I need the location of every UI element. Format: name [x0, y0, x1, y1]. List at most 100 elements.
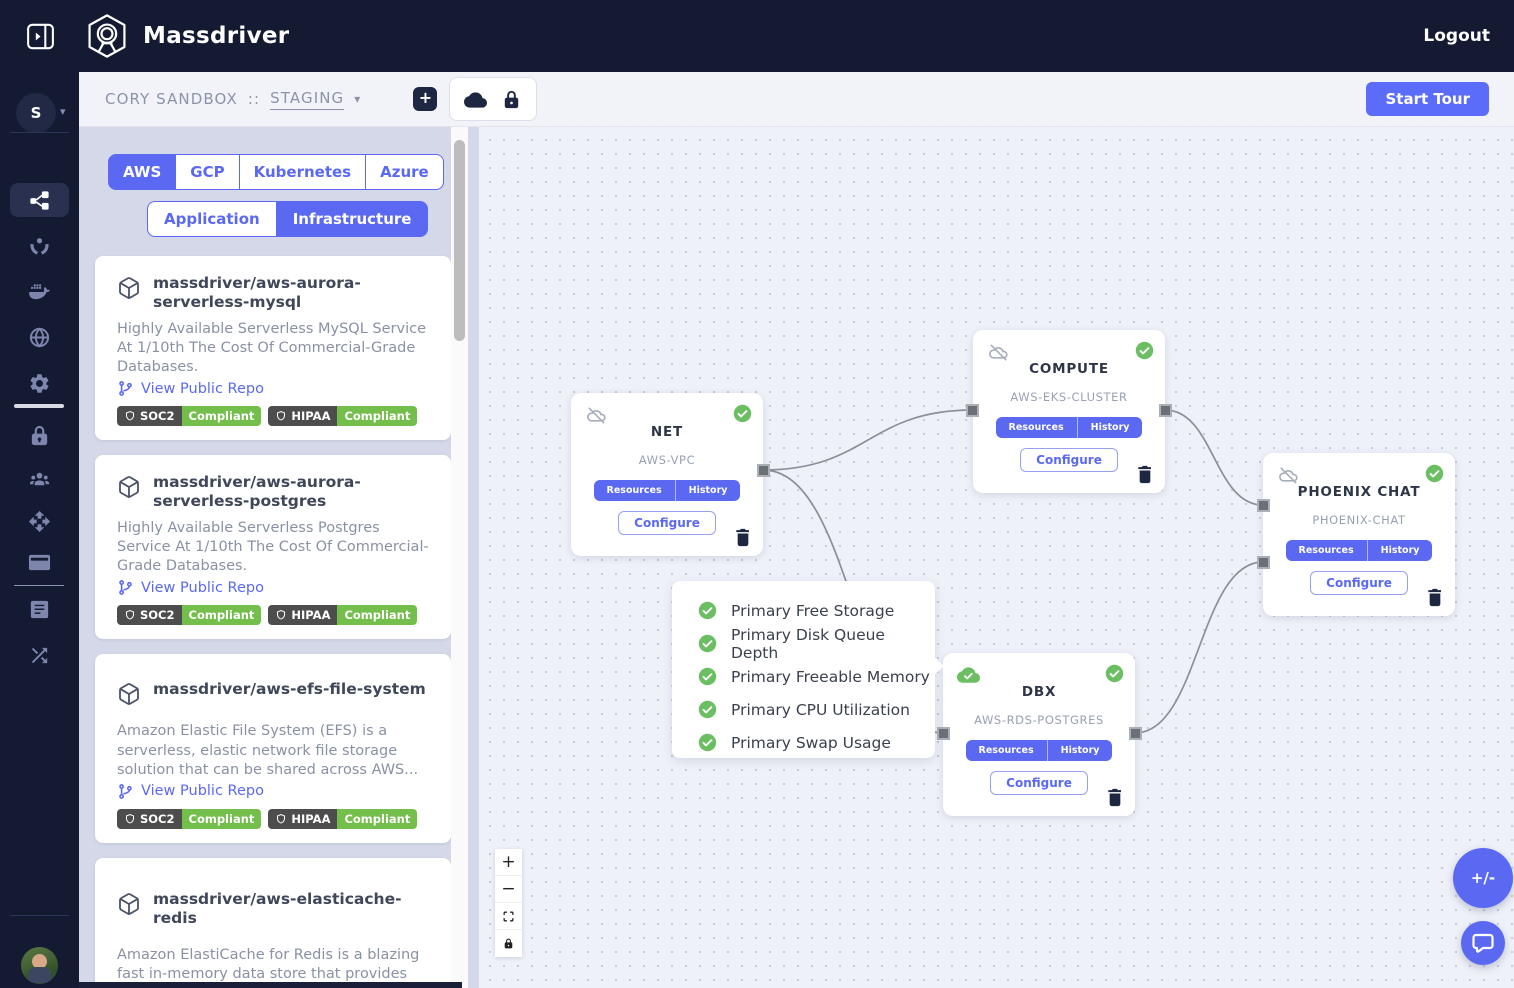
divider: [14, 585, 64, 586]
billing-card-icon[interactable]: [28, 551, 51, 574]
history-button[interactable]: History: [1366, 540, 1433, 561]
lock-icon: [504, 938, 513, 949]
chevron-down-icon[interactable]: ▾: [354, 92, 362, 106]
trash-icon[interactable]: [1107, 788, 1123, 807]
user-photo-avatar[interactable]: [21, 947, 58, 984]
bundle-description: Highly Available Serverless MySQL Servic…: [117, 320, 426, 376]
handle-compute-right[interactable]: [1159, 404, 1172, 417]
docker-icon[interactable]: [28, 280, 51, 303]
node-net[interactable]: NET AWS-VPC Resources History Configure: [571, 393, 763, 556]
environment-select[interactable]: STAGING: [270, 89, 345, 110]
badge-name: SOC2: [140, 811, 175, 826]
add-target-button[interactable]: +: [413, 87, 438, 111]
brand[interactable]: Massdriver: [85, 13, 289, 59]
badge-status: Compliant: [181, 808, 262, 829]
globe-icon[interactable]: [28, 326, 51, 349]
bundle-card[interactable]: massdriver/aws-elasticache-redis Amazon …: [95, 857, 451, 988]
divider: [10, 132, 69, 133]
compliance-badges: SOC2 Compliant HIPAA Compliant: [117, 406, 431, 427]
tab-gcp[interactable]: GCP: [176, 154, 240, 190]
bundle-description: Amazon Elastic File System (EFS) is a se…: [117, 723, 419, 778]
history-button[interactable]: History: [1076, 417, 1143, 438]
check-circle-icon: [698, 601, 717, 620]
health-check-item: Primary Disk Queue Depth: [698, 626, 935, 662]
view-public-repo-link[interactable]: View Public Repo: [117, 579, 431, 596]
configure-button[interactable]: Configure: [1310, 571, 1408, 595]
soc2-badge: SOC2 Compliant: [117, 406, 262, 427]
edge-net-compute: [762, 409, 974, 471]
resources-button[interactable]: Resources: [593, 480, 675, 501]
tab-infrastructure[interactable]: Infrastructure: [275, 201, 429, 237]
node-dbx[interactable]: DBX AWS-RDS-POSTGRES Resources History C…: [943, 653, 1135, 816]
user-avatar[interactable]: S: [16, 93, 56, 133]
trash-icon[interactable]: [1137, 465, 1153, 484]
trash-icon[interactable]: [735, 528, 751, 547]
cloud-icon[interactable]: [463, 88, 487, 111]
configure-button[interactable]: Configure: [618, 511, 716, 535]
docs-icon[interactable]: [28, 598, 51, 621]
configure-button[interactable]: Configure: [990, 771, 1088, 795]
tab-aws[interactable]: AWS: [108, 154, 177, 190]
diagram-canvas[interactable]: NET AWS-VPC Resources History Configure …: [479, 127, 1514, 988]
handle-phoenix-left-lower[interactable]: [1257, 556, 1270, 569]
handle-dbx-right[interactable]: [1129, 727, 1142, 740]
node-title: COMPUTE: [1029, 361, 1109, 377]
handle-phoenix-left-upper[interactable]: [1257, 499, 1270, 512]
team-users-icon[interactable]: [28, 468, 51, 491]
node-title: NET: [650, 424, 684, 440]
shield-icon: [126, 610, 134, 620]
logout-button[interactable]: Logout: [1423, 26, 1490, 46]
bundle-card[interactable]: massdriver/aws-efs-file-system Amazon El…: [95, 654, 451, 843]
resources-button[interactable]: Resources: [1285, 540, 1367, 561]
sidebar-toggle-icon[interactable]: [24, 20, 57, 53]
scrollbar-thumb[interactable]: [454, 140, 465, 341]
zoom-out-button[interactable]: −: [495, 876, 522, 903]
hipaa-badge: HIPAA Compliant: [268, 808, 418, 829]
icon-rail: S ▾: [0, 72, 79, 988]
avatar-caret-icon[interactable]: ▾: [60, 105, 66, 118]
view-public-repo-link[interactable]: View Public Repo: [117, 380, 431, 397]
panel-scrollbar[interactable]: [451, 127, 468, 988]
project-toolbar: CORY SANDBOX :: STAGING ▾ + Start Tour: [79, 72, 1514, 127]
compliance-badges: SOC2 Compliant HIPAA Compliant: [117, 808, 431, 829]
support-hands-icon[interactable]: [28, 235, 51, 258]
bundle-title: massdriver/aws-aurora-serverless-postgre…: [153, 473, 361, 511]
lock-icon[interactable]: [28, 424, 51, 447]
check-circle-icon: [698, 634, 717, 653]
configure-button[interactable]: Configure: [1020, 448, 1118, 472]
branch-split-icon[interactable]: [28, 644, 51, 667]
zoom-in-button[interactable]: +: [495, 849, 522, 876]
view-public-repo-link[interactable]: View Public Repo: [117, 783, 431, 800]
history-button[interactable]: History: [1046, 740, 1113, 761]
resources-button[interactable]: Resources: [995, 417, 1077, 438]
move-arrows-icon[interactable]: [28, 510, 51, 533]
resources-button[interactable]: Resources: [965, 740, 1047, 761]
adjust-fab-button[interactable]: +/-: [1453, 848, 1513, 908]
handle-compute-left[interactable]: [966, 404, 979, 417]
fit-view-button[interactable]: [495, 903, 522, 930]
handle-net-right[interactable]: [757, 464, 770, 477]
history-button[interactable]: History: [674, 480, 741, 501]
node-compute[interactable]: COMPUTE AWS-EKS-CLUSTER Resources Histor…: [973, 330, 1165, 493]
node-phoenix-chat[interactable]: PHOENIX CHAT PHOENIX-CHAT Resources Hist…: [1263, 453, 1455, 616]
trash-icon[interactable]: [1427, 588, 1443, 607]
tab-azure[interactable]: Azure: [366, 154, 444, 190]
bundle-card[interactable]: massdriver/aws-aurora-serverless-postgre…: [95, 455, 451, 640]
edge-dbx-phoenix: [1134, 561, 1264, 734]
start-tour-button[interactable]: Start Tour: [1366, 82, 1489, 116]
settings-gear-icon[interactable]: [28, 372, 51, 395]
chat-fab-button[interactable]: [1461, 921, 1505, 965]
badge-status: Compliant: [337, 808, 418, 829]
tab-application[interactable]: Application: [147, 201, 276, 237]
badge-status: Compliant: [181, 605, 262, 626]
node-subtitle: AWS-EKS-CLUSTER: [1010, 390, 1128, 404]
link-label: View Public Repo: [141, 380, 264, 397]
bundle-card[interactable]: massdriver/aws-aurora-serverless-mysql H…: [95, 256, 451, 441]
tab-kubernetes[interactable]: Kubernetes: [239, 154, 367, 190]
lock-interactivity-button[interactable]: [495, 930, 522, 957]
health-check-item: Primary Free Storage: [698, 594, 935, 627]
hipaa-badge: HIPAA Compliant: [268, 605, 418, 626]
lock-icon[interactable]: [500, 88, 523, 111]
rail-item-resource-graph[interactable]: [10, 183, 69, 217]
handle-dbx-left[interactable]: [937, 727, 950, 740]
